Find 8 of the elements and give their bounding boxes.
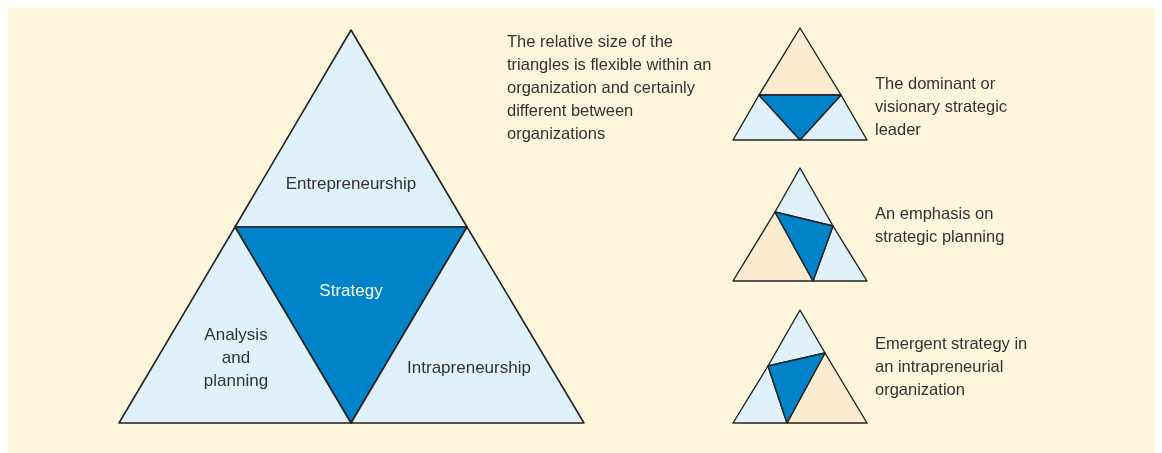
caption-text: An emphasis on strategic planning xyxy=(875,203,1006,247)
segment-label: Analysis and planning xyxy=(202,323,270,392)
segment-label: Strategy xyxy=(318,279,384,302)
segment-label: Entrepreneurship xyxy=(284,172,418,195)
caption-text: The dominant or visionary strategic leader xyxy=(875,73,1009,140)
segment-label: Intrapreneurship xyxy=(406,356,532,379)
caption-text: Emergent strategy in an intrapreneurial organization xyxy=(875,333,1029,400)
note-text: The relative size of the triangles is flexible within an organization and certainly different between organizations xyxy=(507,31,712,144)
